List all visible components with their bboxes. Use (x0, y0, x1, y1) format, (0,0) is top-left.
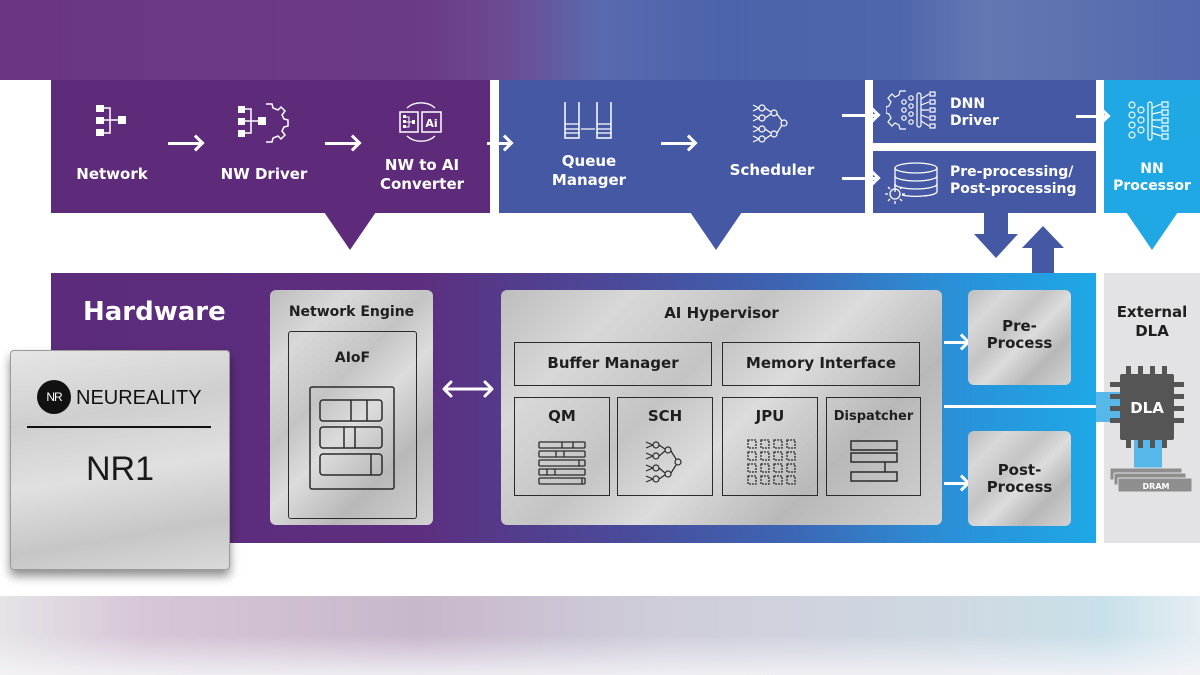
arrow-right-icon (661, 142, 693, 145)
external-dla-title: External DLA (1116, 303, 1188, 340)
network-hierarchy-icon (96, 105, 126, 136)
aiof-block (288, 331, 417, 519)
dla-chip-icon: DLA DRAM (1096, 366, 1193, 493)
sch-label: SCH (647, 407, 683, 425)
header-gradient-band (0, 0, 1200, 80)
bidirectional-arrow-icon (442, 380, 494, 398)
pre-process-block (968, 290, 1071, 385)
footer-gradient-band (0, 596, 1200, 675)
scheduler-graph-icon (752, 104, 788, 143)
nn-processor-label: NN Processor (1113, 161, 1191, 194)
dispatcher-stack-icon (850, 440, 898, 482)
hardware-title: Hardware (83, 297, 226, 327)
queue-software-panel (499, 80, 865, 213)
dispatcher-block (826, 397, 921, 496)
arrow-right-icon (1076, 115, 1106, 118)
post-process-block (968, 431, 1071, 526)
qm-block (514, 397, 610, 496)
nn-processor-pointer (1126, 212, 1178, 250)
step-network-label: Network (76, 165, 148, 183)
memory-interface-block (722, 342, 920, 386)
dnn-driver-label: DNN Driver (950, 96, 999, 129)
dla-chip-label: DLA (1130, 399, 1164, 417)
arrow-right-icon (842, 114, 876, 117)
neural-network-icon (1128, 101, 1169, 141)
pre-process-label: Pre- Process (986, 317, 1053, 352)
pre-post-processing-label: Pre-processing/ Post-processing (950, 164, 1077, 197)
step-nw-to-ai-label: NW to AI Converter (379, 156, 465, 193)
step-nw-driver-label: NW Driver (220, 165, 308, 183)
chip-divider (27, 426, 211, 428)
qm-label: QM (548, 407, 576, 425)
arrow-right-icon (944, 405, 1110, 408)
jpu-block (722, 397, 818, 496)
queue-bars-icon (538, 441, 586, 485)
network-software-panel (51, 80, 490, 213)
neureality-brand-name: NEUREALITY (76, 387, 202, 409)
aiof-title: AIoF (334, 350, 371, 366)
arrow-right-icon (168, 142, 200, 145)
network-engine-title: Network Engine (288, 304, 415, 320)
dram-label: DRAM (1143, 482, 1170, 491)
arrow-right-icon (944, 482, 966, 485)
queue-panel-pointer (690, 212, 742, 250)
scheduler-graph-icon (645, 441, 682, 483)
dnn-gear-network-icon (886, 90, 936, 130)
network-panel-pointer (324, 212, 376, 250)
arrow-right-icon (842, 177, 876, 180)
arrow-right-icon (487, 142, 509, 145)
pre-post-processing-panel (873, 151, 1096, 213)
memory-interface-label: Memory Interface (745, 354, 897, 372)
arrow-right-icon (325, 142, 357, 145)
buffer-manager-label: Buffer Manager (547, 354, 679, 372)
step-queue-manager-label: Queue Manager (551, 152, 627, 189)
buffer-manager-block (514, 342, 712, 386)
jpu-label: JPU (755, 407, 785, 425)
post-process-label: Post- Process (986, 461, 1053, 496)
nr1-chip: NR NEUREALITY NR1 (10, 350, 230, 570)
chip-model-name: NR1 (85, 450, 155, 488)
sch-block (617, 397, 713, 496)
ai-icon-text: Ai (425, 117, 437, 130)
dispatcher-label: Dispatcher (833, 409, 914, 424)
aiof-card-icon (309, 386, 395, 490)
processor-grid-icon (747, 439, 796, 485)
database-gear-icon (885, 162, 938, 204)
ai-hypervisor-block (501, 290, 942, 525)
queue-stacks-icon (564, 102, 612, 139)
arrow-right-icon (944, 341, 966, 344)
nw-to-ai-converter-icon: Ai (399, 102, 442, 142)
neureality-logo-mark: NR (37, 380, 71, 414)
step-scheduler-label: Scheduler (729, 161, 815, 179)
network-driver-gear-icon (238, 103, 289, 143)
ai-hypervisor-title: AI Hypervisor (664, 304, 779, 322)
bidirectional-vertical-arrows-icon (974, 212, 1064, 276)
